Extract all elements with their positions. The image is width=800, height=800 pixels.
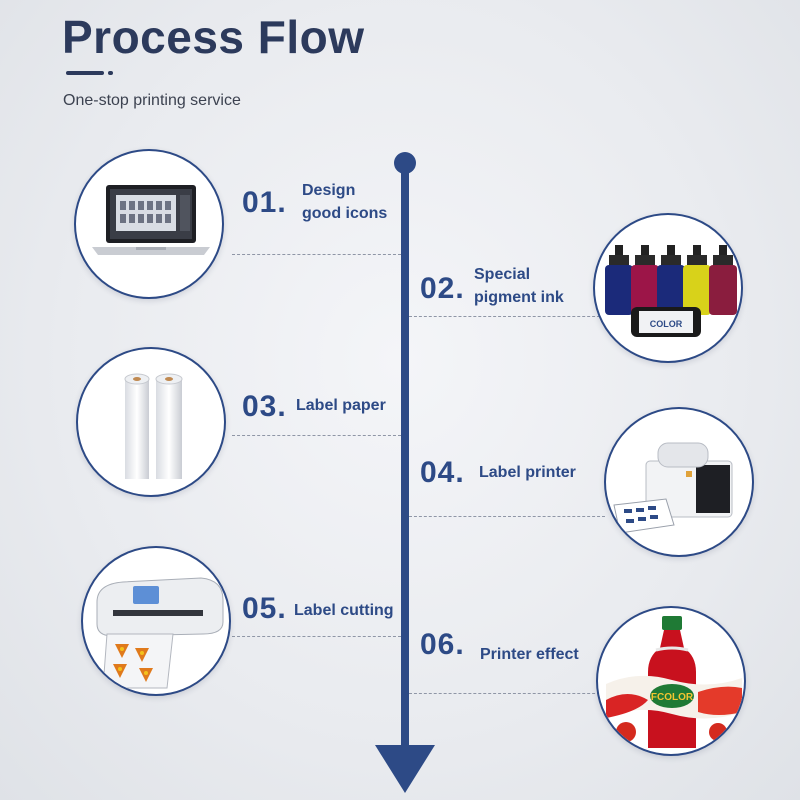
bottle-with-label-icon: FCOLOR bbox=[606, 616, 742, 748]
timeline-line bbox=[401, 163, 409, 753]
label-printer-icon bbox=[613, 442, 733, 534]
timeline-arrow-icon bbox=[375, 745, 435, 793]
step-1-image bbox=[74, 149, 224, 299]
step-1-label-line2: good icons bbox=[302, 205, 388, 222]
connector-4 bbox=[409, 516, 605, 517]
step-2-label-line1: Special bbox=[474, 266, 531, 283]
connector-2 bbox=[409, 316, 605, 317]
step-2-image: COLOR bbox=[593, 213, 743, 363]
step-2-number: 02. bbox=[420, 272, 465, 305]
connector-3 bbox=[232, 435, 401, 436]
page-subtitle: One-stop printing service bbox=[63, 92, 241, 109]
step-4-number: 04. bbox=[420, 456, 465, 489]
connector-5 bbox=[232, 636, 401, 637]
ink-brand-text: COLOR bbox=[650, 319, 683, 329]
cutting-plotter-icon bbox=[96, 577, 224, 689]
connector-6 bbox=[409, 693, 605, 694]
laptop-icon bbox=[92, 185, 210, 255]
step-5-number: 05. bbox=[242, 592, 287, 625]
step-6-number: 06. bbox=[420, 628, 465, 661]
step-2-label-line2: pigment ink bbox=[474, 289, 564, 306]
step-5-label: Label cutting bbox=[294, 602, 394, 619]
page-title: Process Flow bbox=[62, 11, 365, 63]
step-3-image bbox=[76, 347, 226, 497]
step-6-image: FCOLOR bbox=[596, 606, 746, 756]
step-5-image bbox=[81, 546, 231, 696]
step-3-label: Label paper bbox=[296, 397, 386, 414]
juice-brand-text: FCOLOR bbox=[651, 692, 694, 703]
ink-bottles-icon: COLOR bbox=[605, 245, 737, 337]
step-1-number: 01. bbox=[242, 186, 287, 219]
step-3-number: 03. bbox=[242, 390, 287, 423]
title-underline bbox=[66, 71, 104, 75]
step-4-image bbox=[604, 407, 754, 557]
step-1-label-line1: Design bbox=[302, 182, 356, 199]
title-underline-dot bbox=[108, 71, 113, 75]
paper-rolls-icon bbox=[124, 373, 183, 479]
connector-1 bbox=[232, 254, 401, 255]
step-4-label: Label printer bbox=[479, 464, 576, 481]
step-6-label: Printer effect bbox=[480, 646, 579, 663]
